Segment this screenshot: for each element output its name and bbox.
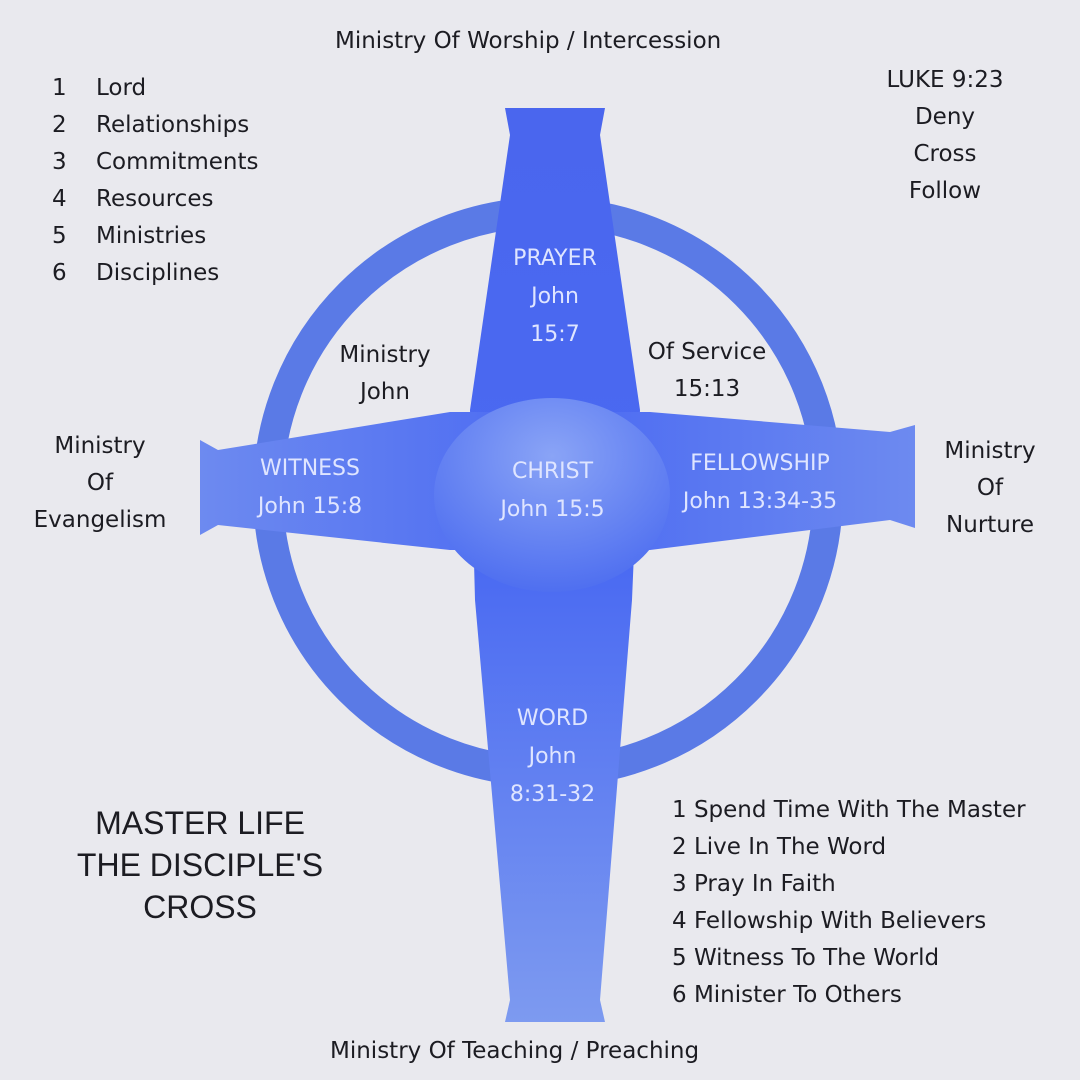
center-christ-ellipse — [434, 398, 670, 592]
bottom-ministry-label: Ministry Of Teaching / Preaching — [330, 1038, 700, 1064]
list-item: 2 Live In The Word — [672, 834, 887, 860]
list-item: 3 Pray In Faith — [672, 871, 836, 897]
top-ministry-label: Ministry Of Worship / Intercession — [335, 28, 722, 54]
list-item: 6 Minister To Others — [672, 982, 902, 1008]
list-item: 1 Spend Time With The Master — [672, 797, 1026, 823]
list-item: 4 Fellowship With Believers — [672, 908, 987, 934]
bottom-right-list: 1 Spend Time With The Master 2 Live In T… — [672, 792, 1026, 1014]
list-item: 5 Witness To The World — [672, 945, 940, 971]
